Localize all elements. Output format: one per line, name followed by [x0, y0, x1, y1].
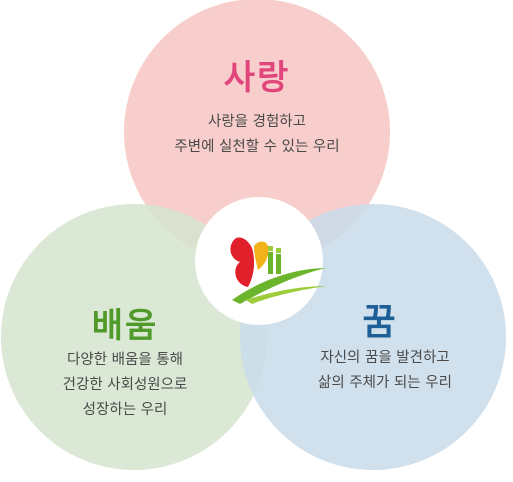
learn-line-2: 건강한 사회성원으로 [62, 377, 188, 393]
learn-line-3: 성장하는 우리 [82, 402, 168, 418]
learn-title: 배움 [91, 306, 159, 346]
learn-line-1: 다양한 배움을 통해 [67, 352, 183, 368]
dream-line-2: 삶의 주체가 되는 우리 [318, 375, 452, 391]
dream-description: 자신의 꿈을 발견하고 삶의 주체가 되는 우리 [290, 346, 480, 396]
love-line-2: 주변에 실천할 수 있는 우리 [174, 139, 340, 155]
love-description: 사랑을 경험하고 주변에 실천할 수 있는 우리 [137, 110, 377, 160]
love-circle [124, 0, 390, 265]
butterfly-logo-icon [230, 237, 326, 304]
dream-line-1: 자신의 꿈을 발견하고 [320, 350, 450, 366]
love-title: 사랑 [223, 58, 291, 98]
dream-title: 꿈 [362, 302, 398, 343]
learn-description: 다양한 배움을 통해 건강한 사회성원으로 성장하는 우리 [20, 348, 230, 423]
love-line-1: 사랑을 경험하고 [208, 114, 306, 130]
